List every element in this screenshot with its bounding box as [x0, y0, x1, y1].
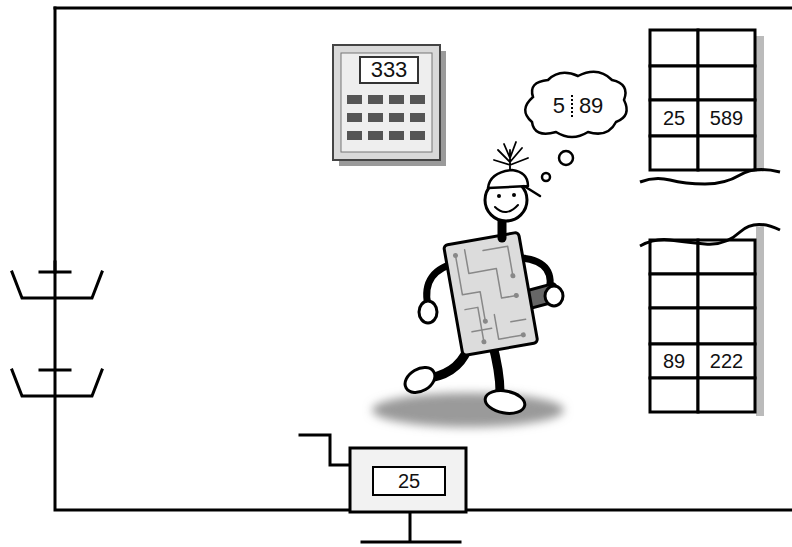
- out-basket: [12, 370, 102, 396]
- mailbox-cell: [650, 100, 698, 136]
- mailbox-cell: [698, 378, 755, 412]
- calculator-key: [389, 113, 404, 122]
- counter-button: [300, 435, 350, 465]
- mailbox-cell: [698, 66, 755, 100]
- node-text: 5: [553, 95, 565, 117]
- program-counter: 25: [372, 466, 446, 496]
- mailbox-grid: [630, 30, 780, 416]
- node-text: 89: [663, 351, 685, 371]
- mailbox-cell: [698, 344, 755, 378]
- node-text: 89: [571, 95, 603, 117]
- mailbox-cell: [650, 274, 698, 308]
- mailbox-content: 222: [698, 344, 755, 378]
- mailbox-cell: [698, 308, 755, 344]
- calculator-key: [410, 113, 425, 122]
- mailbox-cell: [650, 66, 698, 100]
- calculator-key: [410, 131, 425, 140]
- calculator-key: [410, 95, 425, 104]
- calculator-key: [347, 113, 362, 122]
- mailbox-cell: [650, 344, 698, 378]
- mailbox-cell: [650, 308, 698, 344]
- thought-bubble: [525, 72, 626, 181]
- calculator-key: [368, 113, 383, 122]
- calculator-key: [347, 131, 362, 140]
- calculator: [333, 45, 446, 166]
- node-text: 333: [371, 59, 408, 81]
- calculator-key: [368, 131, 383, 140]
- mailbox-cell: [650, 378, 698, 412]
- mailbox-address: 89: [650, 344, 698, 378]
- mailbox-content: 589: [698, 100, 755, 136]
- mailbox-address: 25: [650, 100, 698, 136]
- room-wall: [55, 8, 792, 510]
- mailbox-cell: [650, 30, 698, 66]
- node-text: 589: [710, 108, 743, 128]
- little-man-robot: [372, 142, 564, 427]
- room-wall: [55, 7, 792, 10]
- mailbox-cell: [650, 240, 698, 274]
- calculator-key: [389, 131, 404, 140]
- node-text: 25: [398, 471, 420, 491]
- node-text: 25: [663, 108, 685, 128]
- mailbox-cell: [698, 30, 755, 66]
- mailbox-cell: [698, 136, 755, 170]
- calculator-key: [389, 95, 404, 104]
- counter-stand: [362, 512, 460, 542]
- counter-housing: [350, 448, 466, 512]
- calculator-key: [368, 95, 383, 104]
- mailbox-cell: [698, 274, 755, 308]
- in-basket: [12, 262, 102, 298]
- mailbox-cell: [650, 136, 698, 170]
- calculator-key: [347, 95, 362, 104]
- node-text: 222: [710, 351, 743, 371]
- thought-text: 5 89: [538, 88, 618, 124]
- mailbox-cell: [698, 100, 755, 136]
- calculator-display: 333: [359, 56, 419, 84]
